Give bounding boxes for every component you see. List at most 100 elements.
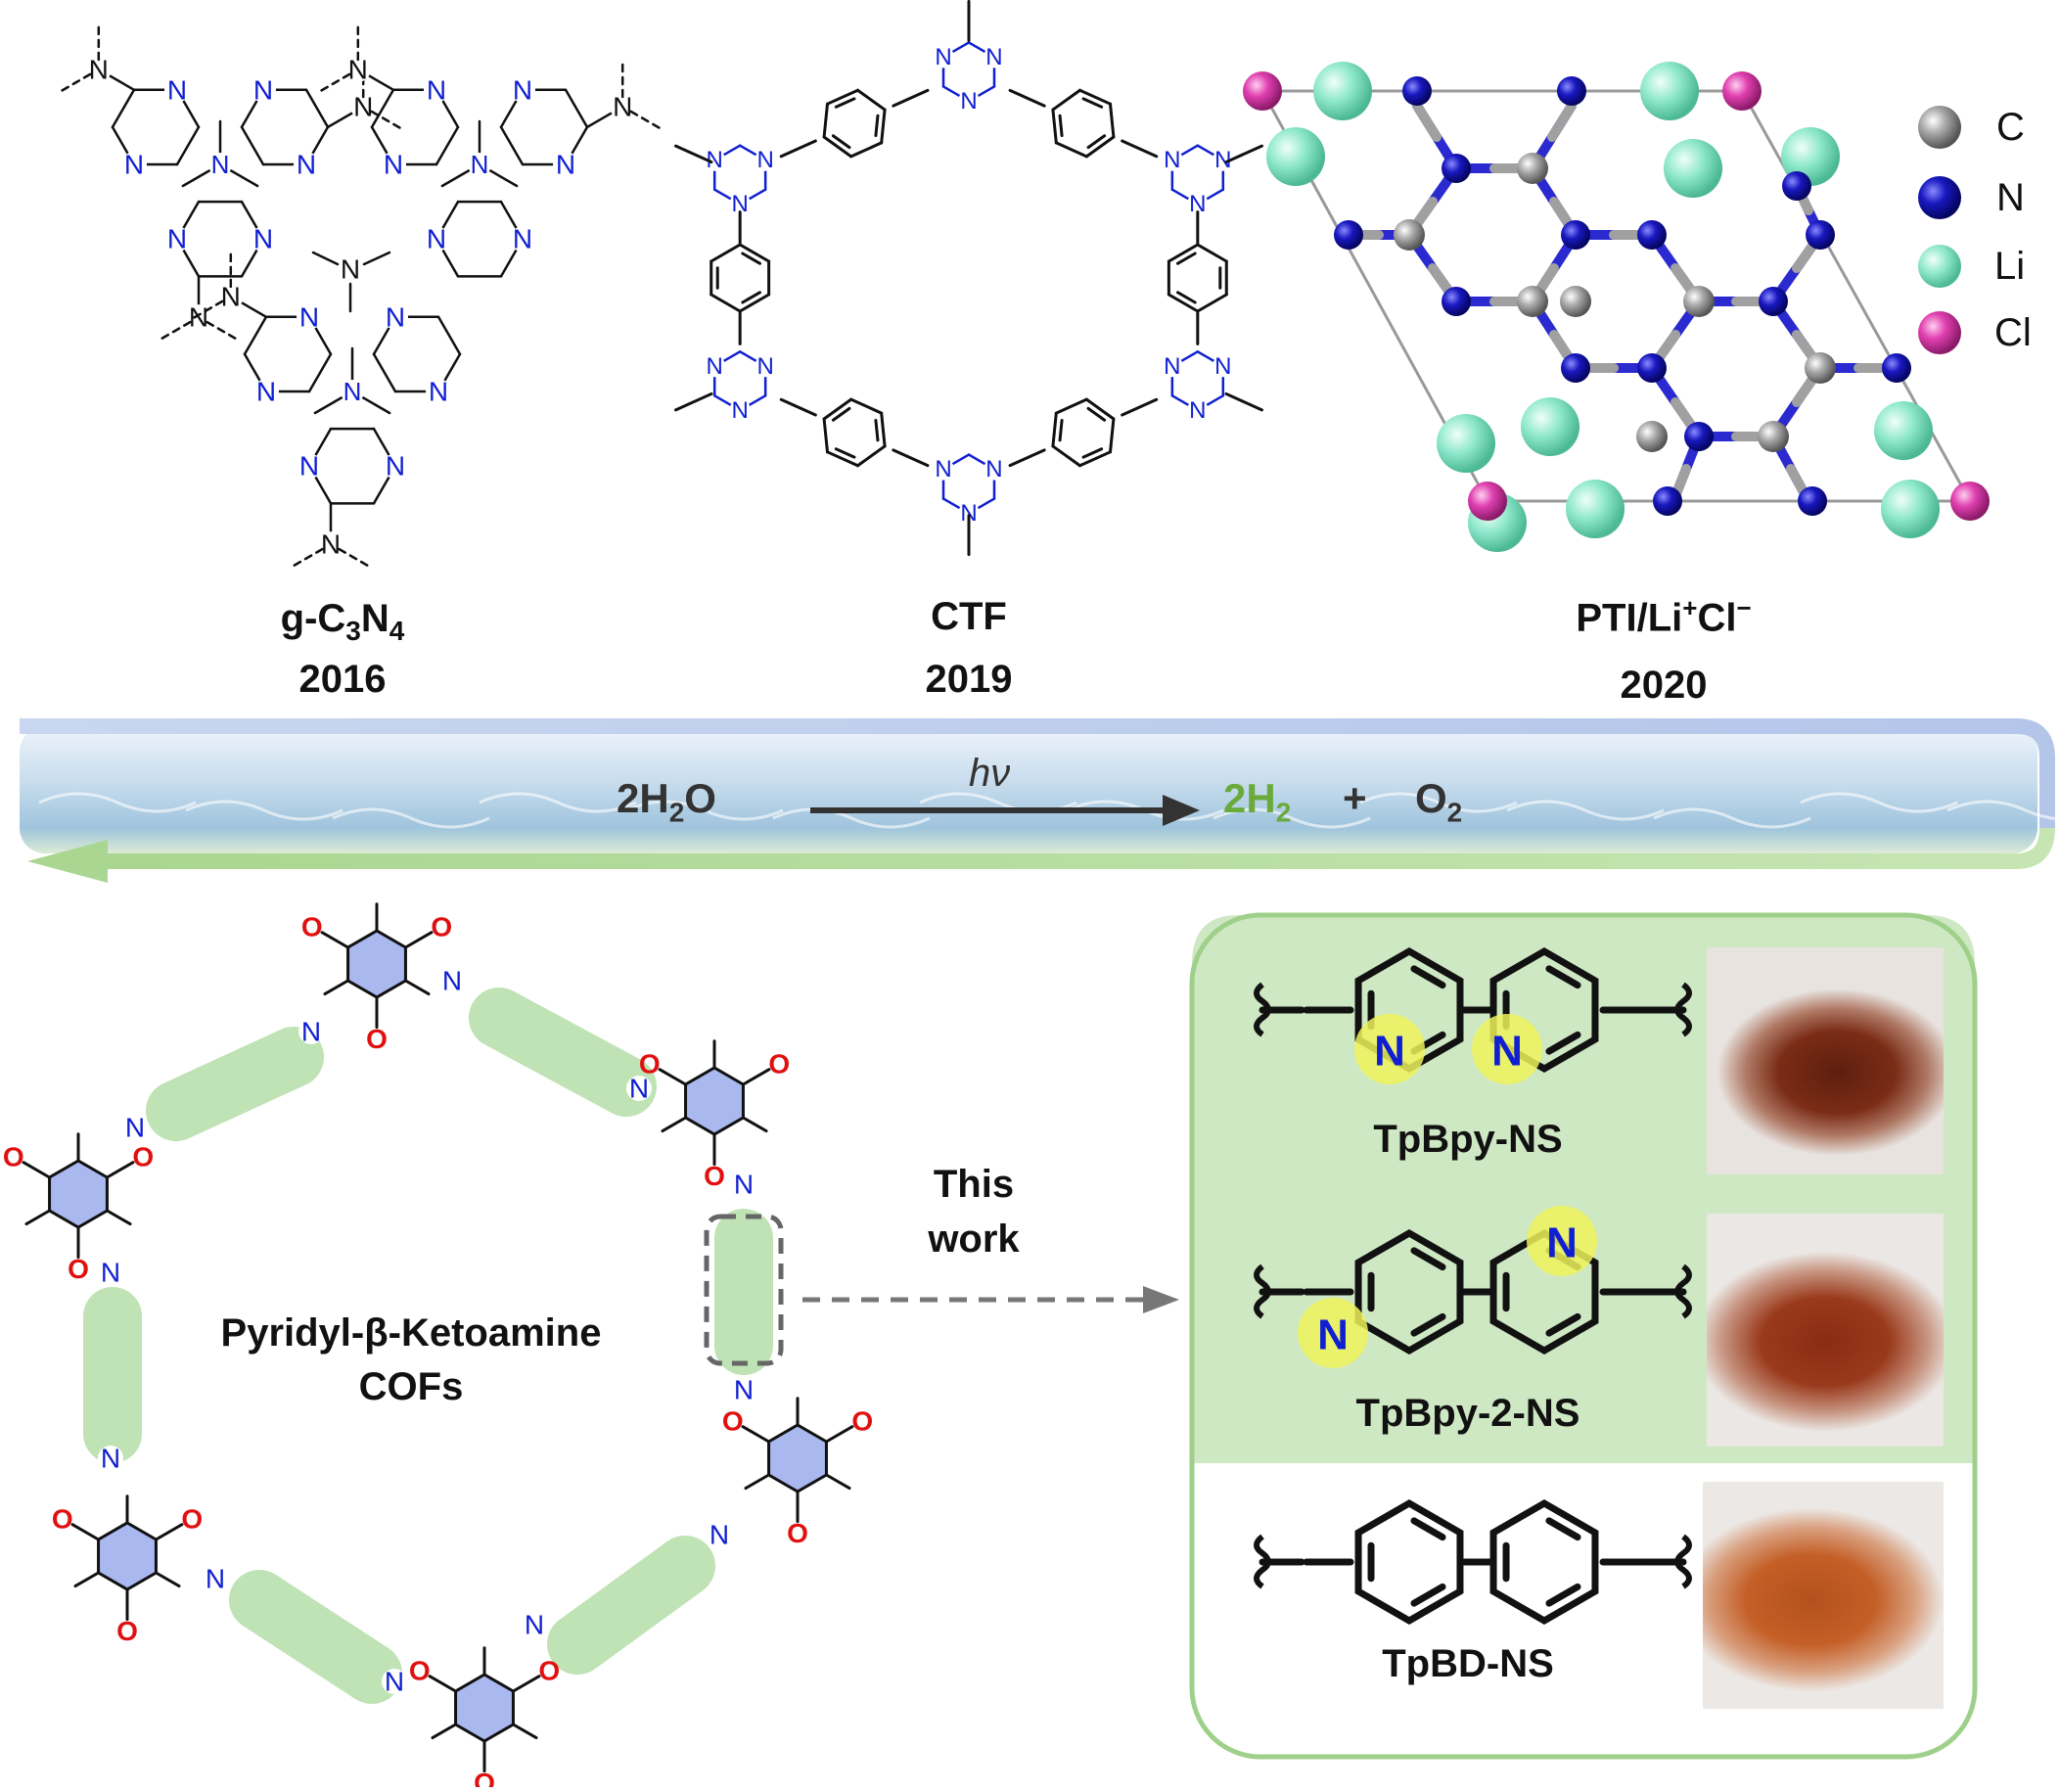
bond — [710, 243, 742, 263]
bond — [1109, 102, 1116, 139]
dashed-bond — [370, 110, 406, 132]
carbon-atom — [1758, 421, 1789, 452]
dashed-bond — [629, 110, 665, 132]
nitrogen-atom: N — [427, 224, 446, 254]
enamine-bond — [24, 1209, 52, 1226]
legend-cl-sphere — [1918, 311, 1961, 354]
aromatic-ring — [1354, 1498, 1464, 1626]
bond — [1058, 418, 1064, 442]
nitrogen-atom — [1561, 220, 1590, 250]
oxygen-atom: O — [787, 1518, 808, 1548]
nitrogen-highlight — [1298, 1298, 1368, 1368]
bond — [1109, 417, 1116, 454]
bond — [1058, 114, 1064, 138]
nitrogen-atom — [1334, 220, 1363, 250]
bond — [880, 411, 887, 448]
atom-bg — [1161, 355, 1183, 378]
benzene-core — [684, 1066, 745, 1136]
carbonyl-bond — [154, 1523, 184, 1541]
bond — [779, 397, 817, 417]
bond — [1051, 88, 1082, 112]
benzene-core — [454, 1673, 515, 1743]
bond — [831, 134, 851, 150]
linker-label-tpbpy: TpBpy-NS — [1373, 1118, 1563, 1161]
bond — [874, 418, 880, 442]
bond — [1410, 1517, 1446, 1541]
carbon-atom — [1560, 286, 1591, 317]
bond — [1084, 397, 1116, 421]
pyridine-nitrogen: N — [1491, 1028, 1523, 1076]
cof-title-2: COFs — [358, 1365, 464, 1408]
bond — [1081, 97, 1104, 109]
aromatic-ring — [1489, 1498, 1599, 1626]
bond — [849, 141, 884, 159]
bond — [825, 450, 859, 468]
pti-structure — [1243, 62, 1990, 552]
nitrogen-atom: N — [556, 150, 575, 180]
nitrogen-atom: N — [299, 301, 319, 332]
nitrogen-atom: N — [297, 150, 316, 180]
oxygen-atom: O — [851, 1405, 873, 1436]
linker-label-tpbpy2: TpBpy-2-NS — [1355, 1392, 1580, 1435]
atom-bg — [983, 46, 1005, 69]
nitrogen-atom: N — [513, 74, 532, 105]
nitrogen-atom: N — [348, 54, 368, 84]
oxygen-atom: O — [768, 1048, 790, 1079]
enamine-bond — [744, 1473, 771, 1491]
bond — [822, 397, 853, 421]
bond — [880, 108, 887, 145]
bond — [499, 125, 525, 166]
atom-bg — [341, 380, 364, 403]
bond — [1167, 293, 1200, 313]
core-top: OOO — [301, 902, 452, 1054]
atom-bg — [731, 1172, 756, 1197]
nitrogen-atom — [1637, 353, 1667, 383]
central-nitrogen: N — [471, 150, 489, 179]
atom-bg — [755, 355, 777, 378]
year-gc3n4: 2016 — [298, 658, 387, 701]
bond — [1051, 108, 1058, 145]
oxygen-atom: O — [722, 1405, 744, 1436]
plus-sign: + — [1343, 775, 1367, 821]
panel-border — [1189, 912, 1978, 1760]
atom-bg — [1212, 149, 1234, 171]
atom-bg — [253, 379, 279, 404]
bond — [874, 114, 880, 138]
bond — [779, 139, 817, 159]
bond — [1086, 406, 1107, 422]
atom-bg — [318, 531, 343, 558]
central-nitrogen: N — [343, 377, 362, 406]
cof-title-1: Pyridyl-β-Ketoamine — [220, 1311, 602, 1355]
benzene-core — [97, 1521, 158, 1591]
oxygen-atom: O — [431, 911, 452, 942]
bond — [1545, 1517, 1581, 1541]
photo-tpbd-powder — [1703, 1482, 1944, 1709]
atom-bg — [510, 226, 535, 253]
legend-n-sphere — [1918, 176, 1961, 219]
bond — [362, 251, 391, 266]
atom-bg — [707, 1522, 732, 1547]
water-ripple — [185, 800, 343, 821]
atom-bg — [522, 1612, 547, 1637]
chlorine-atom — [1722, 71, 1762, 111]
reaction-arrowhead — [1163, 795, 1200, 826]
methyl-bond — [1224, 144, 1263, 164]
pti-bond — [1547, 101, 1577, 142]
bond — [1545, 1031, 1581, 1055]
atom-bg — [121, 152, 147, 177]
atom-bg — [294, 152, 319, 177]
bond — [1176, 291, 1197, 304]
carbon-atom — [1394, 219, 1425, 251]
nitrogen-atom — [1402, 76, 1432, 106]
nitrogen-atom: N — [525, 1610, 544, 1640]
atom-bg — [958, 90, 980, 113]
benzene-core — [48, 1159, 109, 1229]
legend-c-sphere — [1918, 106, 1961, 149]
oxygen-atom: O — [409, 1655, 431, 1685]
lithium-atom — [1313, 62, 1372, 120]
nitrogen-atom: N — [442, 966, 462, 996]
nitrogen-atom: N — [386, 451, 405, 482]
nitrogen-atom: N — [1189, 397, 1206, 424]
